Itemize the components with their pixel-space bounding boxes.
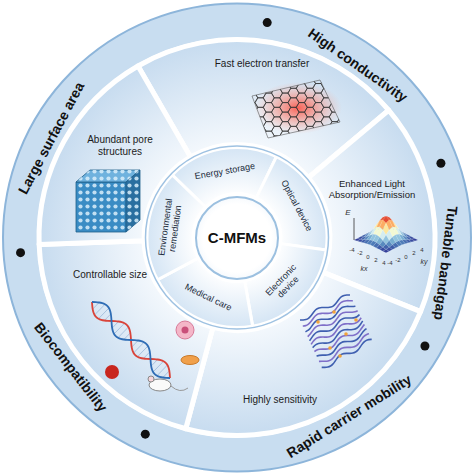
helix-rung [112, 321, 119, 328]
band-surface [354, 216, 418, 252]
porous-cube [76, 170, 140, 232]
sheet-dot [316, 320, 320, 324]
helix-rung [124, 333, 131, 340]
center-title: C-MFMs [208, 229, 266, 246]
surface-patch [383, 249, 389, 252]
application-name: Energy storage [194, 161, 257, 182]
cube-face [126, 170, 140, 232]
sheet-wave [310, 315, 360, 341]
application-name: Environmental remediation [157, 196, 185, 260]
helix-strand [92, 302, 170, 378]
cell [176, 321, 194, 339]
panel-box: Fast electron transfer [213, 57, 311, 71]
bullet-dot [263, 18, 272, 27]
tick-label: -4 [349, 247, 354, 253]
helix-rung [163, 371, 170, 378]
sheet-wave [303, 301, 353, 326]
tick-label: 2 [374, 257, 377, 263]
mouse-ear [148, 376, 154, 382]
panel-caption: Highly sensitivity [243, 394, 317, 406]
panel-sectors [39, 39, 435, 435]
sheet-dot [332, 310, 336, 314]
application-name: Medical care [178, 280, 238, 316]
property-label: High conductivity [306, 25, 410, 104]
lattice-edge [252, 80, 340, 138]
helix-rung [132, 340, 139, 347]
mouse [148, 376, 188, 391]
energy-axis [354, 218, 355, 240]
sensor-sheet [300, 295, 372, 367]
tick-label: -2 [395, 257, 400, 263]
center-circle: C-MFMs [195, 196, 279, 280]
helix-rung [93, 302, 100, 309]
graphene-lattice [239, 69, 399, 179]
helix-strand [92, 302, 170, 378]
panel-box: Enhanced Light Absorption/Emission [322, 178, 422, 202]
panel-caption: Controllable size [73, 269, 147, 281]
property-label: Rapid carrier mobility [284, 372, 413, 460]
electron-glow [254, 82, 342, 134]
helix-rung [151, 359, 158, 366]
panel-caption: Enhanced Light Absorption/Emission [324, 179, 420, 201]
tick-label: 4 [420, 247, 423, 253]
application-sector-label: Optical device [277, 176, 315, 235]
bullet-dot [436, 159, 445, 168]
tick-label: -4 [387, 260, 392, 266]
panel-caption: Abundant pore structures [82, 134, 158, 157]
axis-label: E [345, 209, 350, 217]
axis-label: ky [421, 258, 428, 265]
axis-label: kx [361, 265, 368, 272]
helix-rung [143, 352, 150, 359]
tick-label: -2 [357, 250, 362, 256]
application-name: Optical device [277, 176, 315, 235]
cube-pores [76, 182, 126, 232]
sheet-wave [305, 306, 355, 332]
inner-disc [37, 38, 437, 438]
cube-pores [126, 170, 140, 232]
panel-box: Highly sensitivity [241, 393, 319, 407]
panel-caption: Fast electron transfer [215, 58, 309, 70]
sheet-wave [319, 334, 369, 362]
tick-label: 0 [366, 254, 369, 260]
cube-face [76, 182, 126, 232]
application-sector-label: Energy storage [194, 161, 257, 182]
property-label: Biocompatibility [32, 320, 110, 414]
sheet-dot [338, 354, 342, 358]
application-ring [147, 148, 327, 328]
dna-helix [92, 302, 170, 378]
panel-box: Abundant pore structures [80, 133, 160, 158]
bullet-dot [141, 430, 150, 439]
outer-ring [3, 4, 471, 472]
sheet-dot [354, 318, 358, 322]
helix-rung [104, 314, 111, 321]
cell-nucleus [182, 327, 189, 334]
panel-box: Controllable size [71, 268, 149, 282]
property-label: Tunable bandgap [432, 205, 460, 321]
organ [181, 356, 199, 365]
sheet-wave [314, 324, 364, 351]
tick-label: 4 [382, 260, 385, 266]
sheet-dot [328, 346, 332, 350]
tick-label: 2 [412, 250, 415, 256]
nanoparticle [105, 365, 119, 379]
application-sector-label: Medical care [178, 280, 238, 316]
application-sector-label: Environmental remediation [157, 196, 185, 260]
sheet-wave [322, 339, 372, 367]
mouse-tail [171, 386, 188, 391]
sheet-dot [344, 332, 348, 336]
bullet-dot [16, 248, 25, 257]
property-label: Large surface area [15, 80, 86, 197]
bullet-dot [420, 342, 429, 351]
tick-label: 0 [404, 254, 407, 260]
ring-outline [146, 146, 329, 329]
